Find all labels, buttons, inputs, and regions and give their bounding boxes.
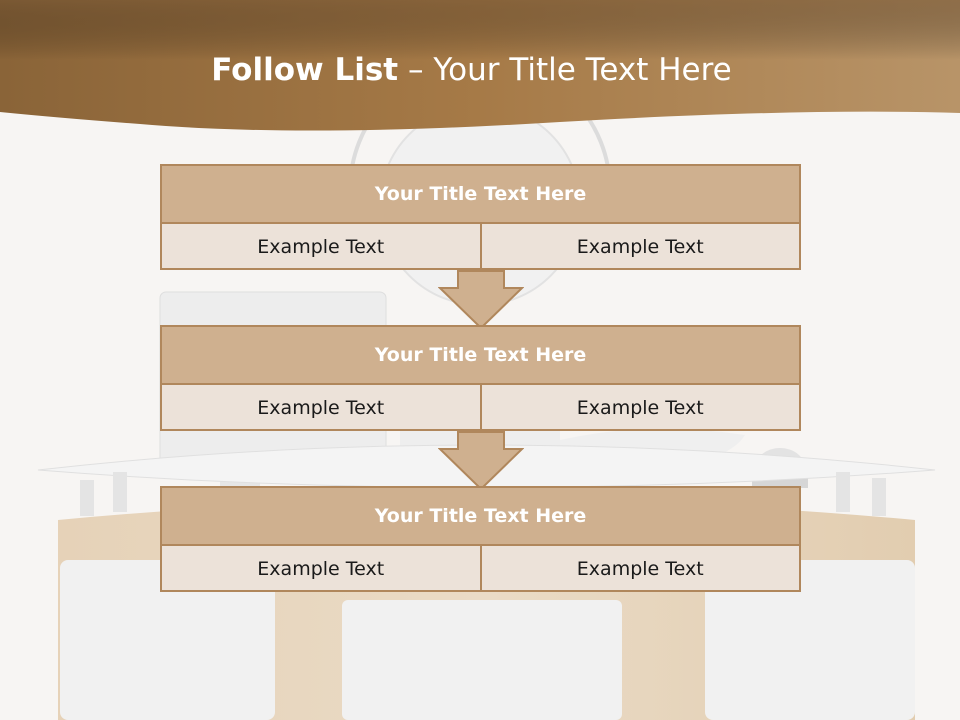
block-title: Your Title Text Here [162,327,799,385]
list-block-3: Your Title Text Here Example Text Exampl… [160,486,801,592]
slide-title-bold: Follow List [211,52,399,88]
block-title: Your Title Text Here [162,166,799,224]
down-arrow-icon [438,431,524,491]
list-block-1: Your Title Text Here Example Text Exampl… [160,164,801,270]
block-cell-right: Example Text [479,224,800,270]
block-title: Your Title Text Here [162,488,799,546]
block-cell-right: Example Text [479,385,800,431]
block-row: Example Text Example Text [162,546,799,592]
block-cell-left: Example Text [257,397,385,419]
list-block-2: Your Title Text Here Example Text Exampl… [160,325,801,431]
block-row: Example Text Example Text [162,385,799,431]
slide-title: Follow List – Your Title Text Here [0,52,943,88]
block-row: Example Text Example Text [162,224,799,270]
block-cell-left: Example Text [257,558,385,580]
block-cell-right: Example Text [479,546,800,592]
down-arrow-icon [438,270,524,330]
block-cell-left: Example Text [257,236,385,258]
slide-title-rest: – Your Title Text Here [398,52,732,88]
